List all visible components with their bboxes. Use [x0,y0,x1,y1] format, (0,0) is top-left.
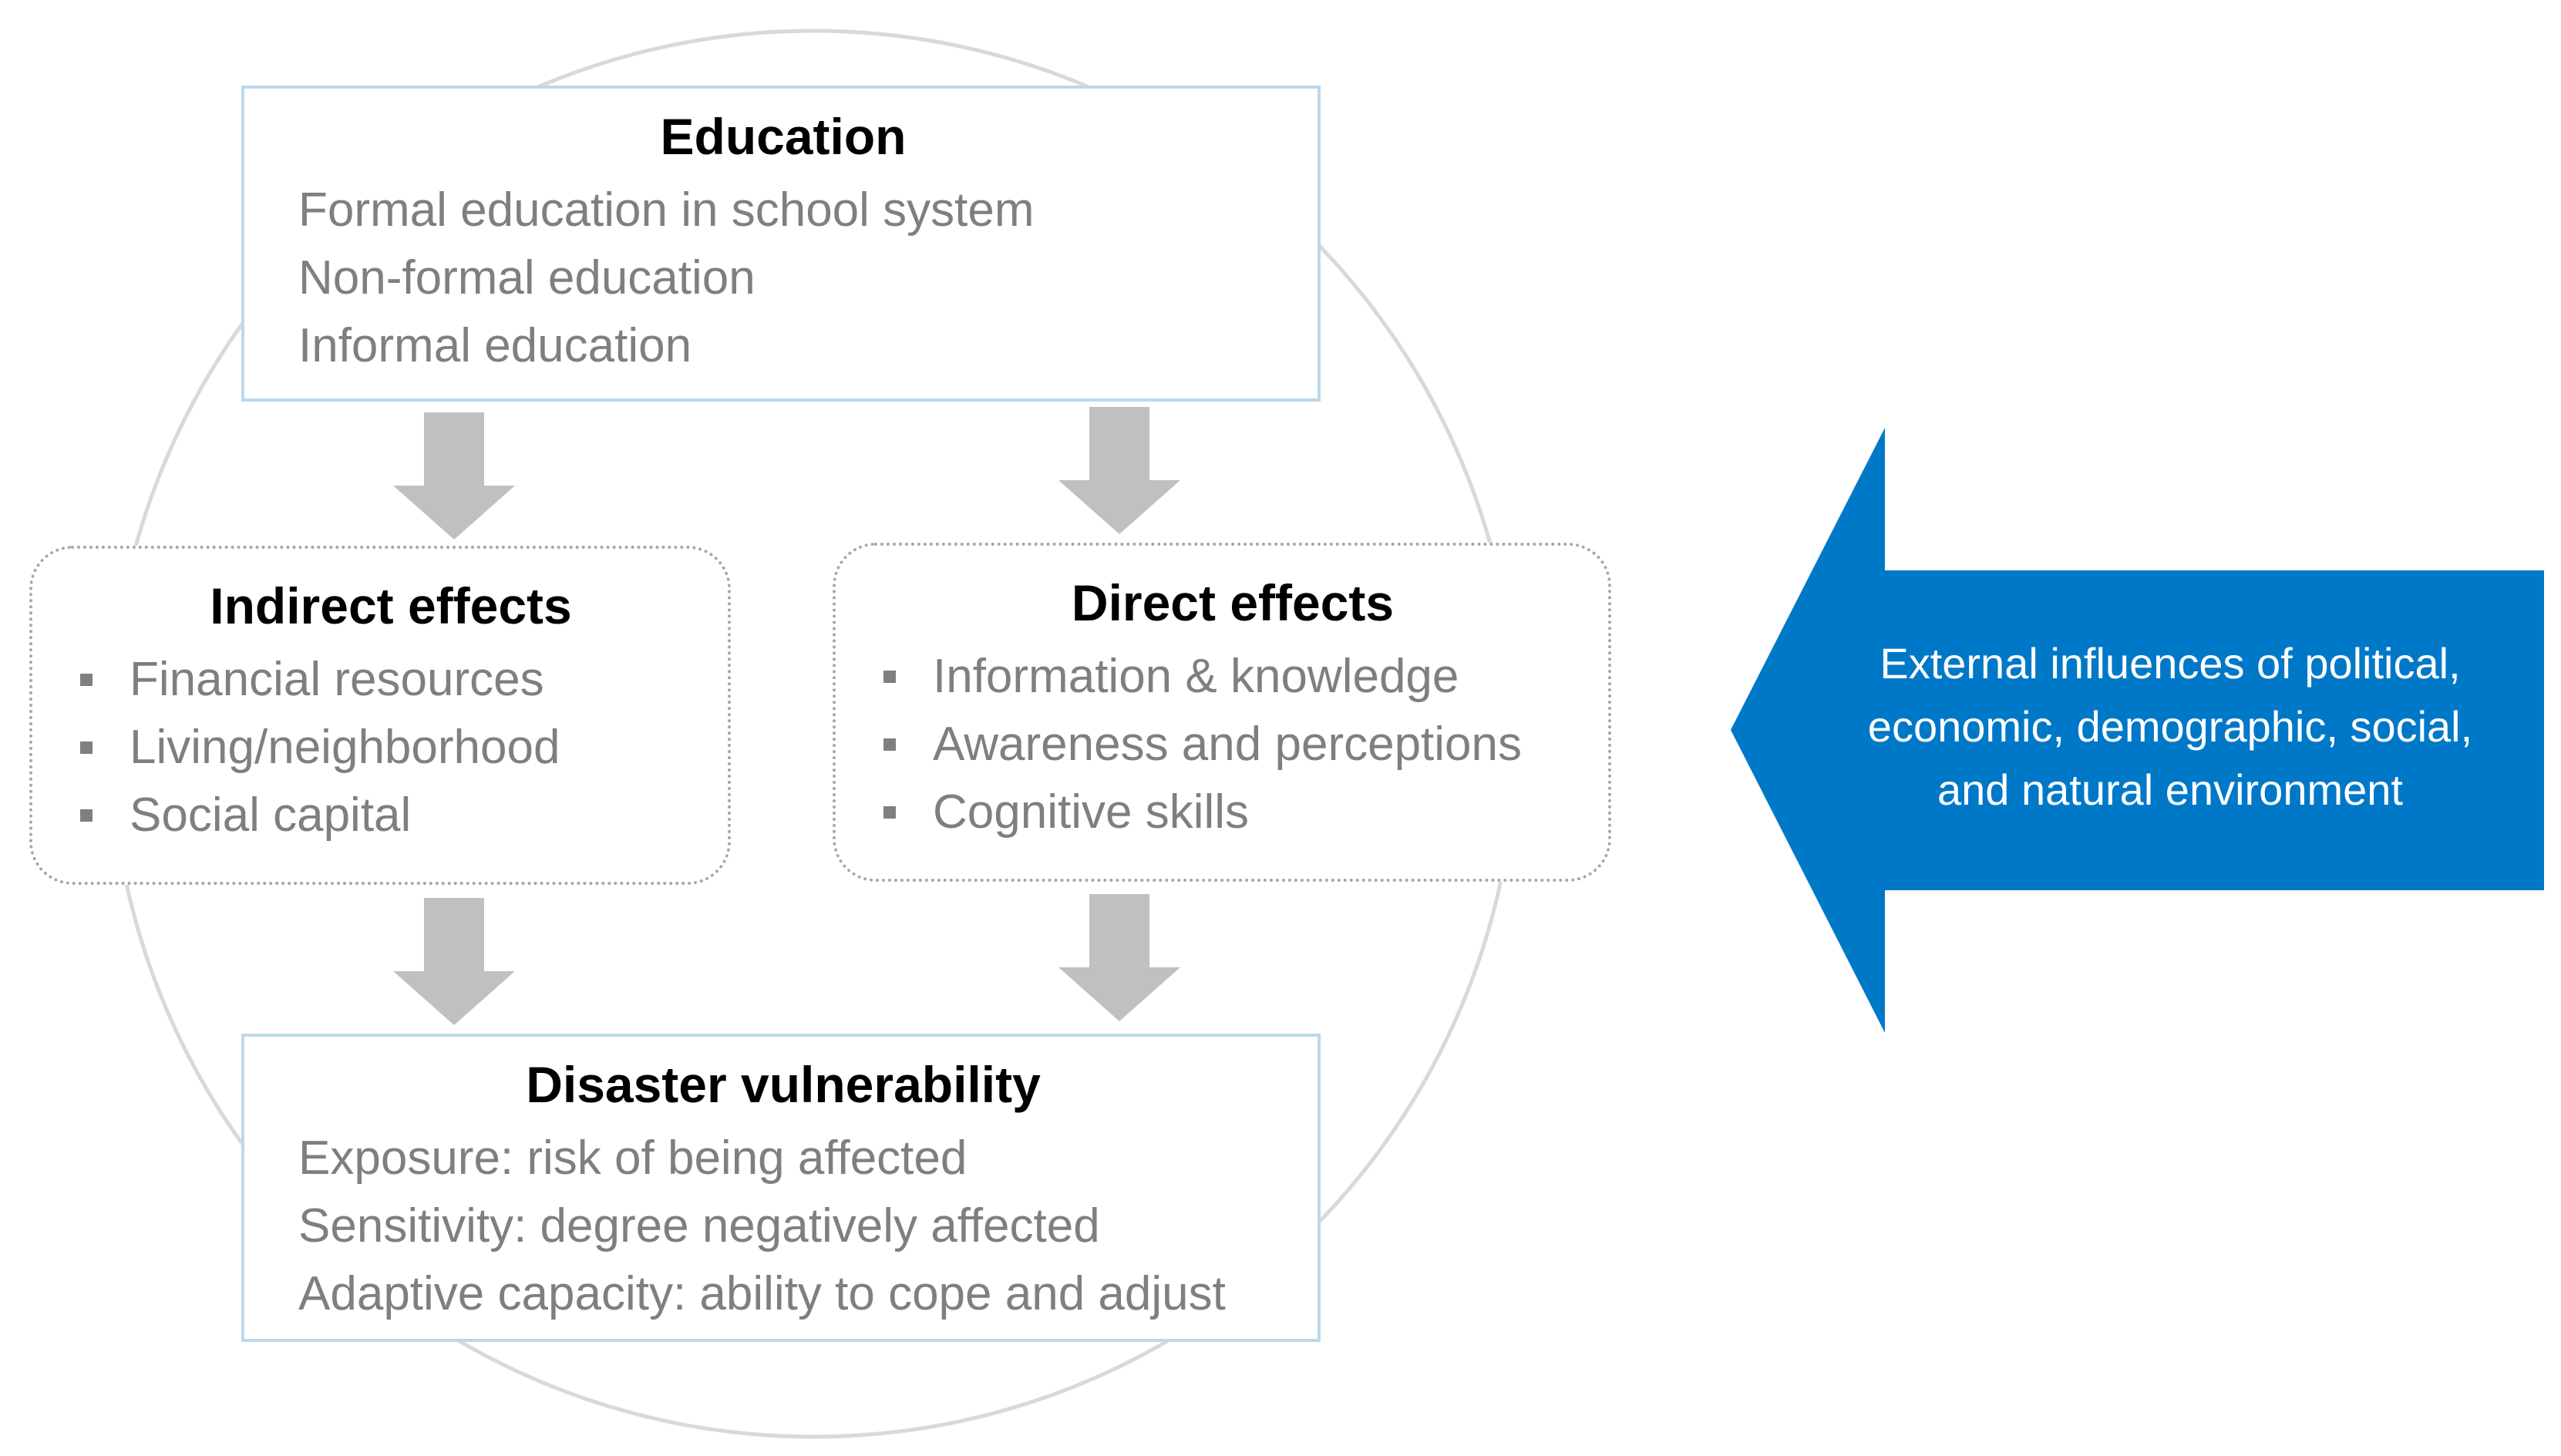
indirect-effects-box: Indirect effects Financial resources Liv… [29,546,731,885]
indirect-effects-title: Indirect effects [210,577,572,634]
bullet-square-icon [80,741,93,754]
external-influences-text: External influences of political, econom… [1816,632,2525,822]
disaster-vulnerability-box: Disaster vulnerability Exposure: risk of… [241,1034,1321,1342]
list-item: Cognitive skills [880,778,1585,846]
indirect-effects-list: Financial resources Living/neighborhood … [77,646,705,849]
arrow-direct-to-vulnerability [1058,894,1180,1021]
direct-effects-box: Direct effects Information & knowledge A… [833,543,1611,882]
bullet-square-icon [80,809,93,822]
external-influences-line-2: economic, demographic, social, [1867,702,2473,751]
bullet-square-icon [883,738,896,751]
list-item: Social capital [77,782,705,849]
list-item: Information & knowledge [880,643,1585,711]
external-influences-line-3: and natural environment [1937,765,2403,814]
arrow-education-to-direct [1058,407,1180,534]
external-influences-arrow [1731,428,2544,1033]
arrow-education-to-indirect [393,412,515,540]
list-item: Financial resources [77,646,705,714]
arrow-indirect-to-vulnerability [393,898,515,1025]
direct-effects-list: Information & knowledge Awareness and pe… [880,643,1585,846]
vulnerability-item-sensitivity: Sensitivity: degree negatively affected [298,1199,1100,1253]
disaster-vulnerability-title: Disaster vulnerability [526,1056,1041,1113]
bullet-square-icon [883,670,896,683]
list-item: Living/neighborhood [77,714,705,782]
direct-effects-title: Direct effects [1071,574,1395,631]
vulnerability-item-exposure: Exposure: risk of being affected [298,1131,968,1185]
list-item: Awareness and perceptions [880,711,1585,778]
bullet-square-icon [883,805,896,819]
bullet-square-icon [80,673,93,686]
vulnerability-item-adaptive-capacity: Adaptive capacity: ability to cope and a… [298,1266,1226,1320]
education-item-nonformal: Non-formal education [298,251,756,304]
external-influences-line-1: External influences of political, [1880,639,2461,688]
education-item-formal: Formal education in school system [298,183,1035,237]
education-item-informal: Informal education [298,318,692,372]
education-title: Education [660,108,907,165]
education-box: Education Formal education in school sys… [241,86,1321,402]
